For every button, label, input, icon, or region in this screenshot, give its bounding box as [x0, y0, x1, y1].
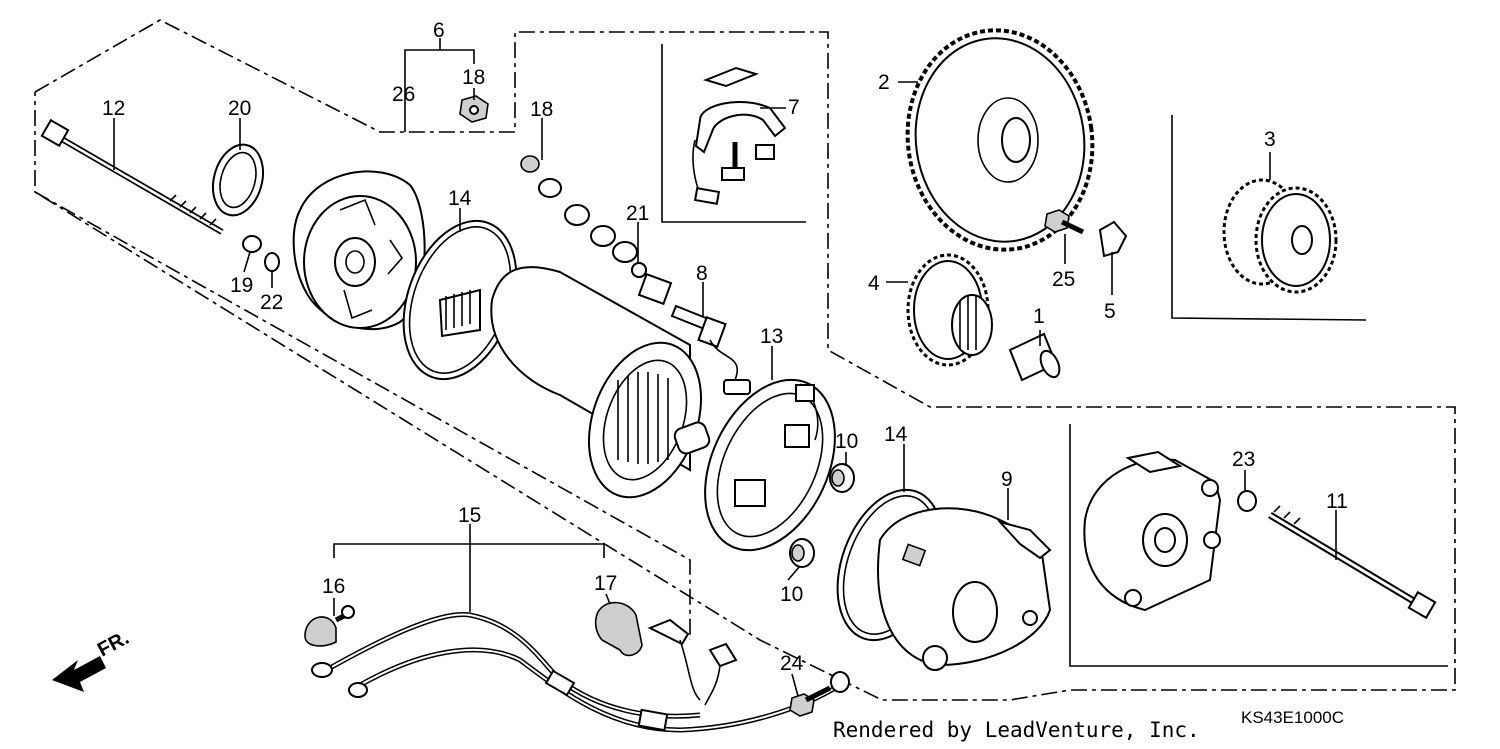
shaft-1 — [1008, 332, 1061, 382]
callout-5: 5 — [1104, 300, 1116, 323]
brush-plate-13 — [704, 378, 836, 552]
bolt-24 — [789, 685, 832, 717]
callout-14-right: 14 — [884, 423, 908, 446]
driven-gear-2 — [905, 28, 1095, 252]
callout-3: 3 — [1264, 128, 1276, 151]
leader-lines — [113, 38, 1337, 697]
drawing-code: KS43E1000C — [1241, 708, 1345, 727]
long-bolt-11 — [1268, 505, 1437, 620]
callout-7: 7 — [788, 96, 800, 119]
main-starter-outline — [34, 19, 1456, 701]
bolt-25 — [1044, 209, 1085, 235]
callout-20: 20 — [228, 97, 251, 120]
callout-2: 2 — [878, 71, 890, 94]
terminal-bolt-8 — [670, 304, 751, 395]
nut-18-top — [459, 95, 489, 123]
clip-5 — [1098, 220, 1128, 258]
callout-9: 9 — [1001, 468, 1013, 491]
callout-22: 22 — [260, 291, 283, 314]
reduction-gear-4 — [906, 253, 993, 367]
o-ring-20 — [212, 143, 264, 217]
callout-24: 24 — [780, 652, 804, 675]
callout-26: 26 — [392, 83, 415, 106]
callout-6: 6 — [433, 19, 445, 42]
assembly-group-outlines — [34, 19, 1456, 701]
end-cover-housing — [1083, 450, 1222, 612]
brush-holder-set-7 — [692, 66, 787, 205]
callout-10-lower: 10 — [780, 583, 803, 606]
callout-12: 12 — [102, 97, 125, 120]
callout-1: 1 — [1033, 305, 1045, 328]
callout-23: 23 — [1232, 448, 1255, 471]
callout-15: 15 — [458, 504, 481, 527]
callout-17: 17 — [594, 572, 617, 595]
boot-cover-17 — [594, 601, 643, 657]
terminal-cap-16 — [304, 605, 355, 647]
washer-19 — [242, 235, 262, 253]
bracket-15 — [333, 543, 605, 558]
sub-outline-left — [34, 191, 691, 640]
armature-yoke — [438, 266, 711, 499]
callout-8: 8 — [696, 262, 708, 285]
callout-13: 13 — [760, 325, 783, 348]
idle-gear-3 — [1222, 178, 1338, 294]
callout-numbers: 1 2 3 4 5 6 7 8 9 10 10 11 12 13 14 14 1… — [102, 19, 1348, 675]
callout-16: 16 — [322, 575, 345, 598]
callout-10-upper: 10 — [835, 430, 858, 453]
gear-box — [1171, 115, 1367, 321]
spring-10-lower — [789, 538, 815, 568]
long-bolt-12 — [40, 118, 224, 235]
callout-18-stack: 18 — [530, 98, 553, 121]
end-cover-box — [1069, 424, 1448, 667]
callout-21: 21 — [626, 202, 649, 225]
washer-21 — [631, 262, 647, 278]
washer-23 — [1237, 490, 1257, 512]
cable-harness-15 — [311, 543, 850, 733]
callout-14-left: 14 — [448, 187, 472, 210]
callout-18-top: 18 — [462, 66, 485, 89]
callout-25: 25 — [1052, 268, 1075, 291]
brush-holder-box — [661, 44, 806, 223]
spring-10-upper — [829, 463, 855, 493]
front-direction-arrow: FR. — [52, 627, 133, 692]
rear-cover-9 — [877, 507, 1052, 671]
callout-4: 4 — [868, 272, 880, 295]
credit-text: Rendered by LeadVenture, Inc. — [833, 718, 1200, 742]
washer-22 — [264, 252, 280, 272]
callout-19: 19 — [230, 274, 253, 297]
callout-11: 11 — [1326, 490, 1348, 513]
